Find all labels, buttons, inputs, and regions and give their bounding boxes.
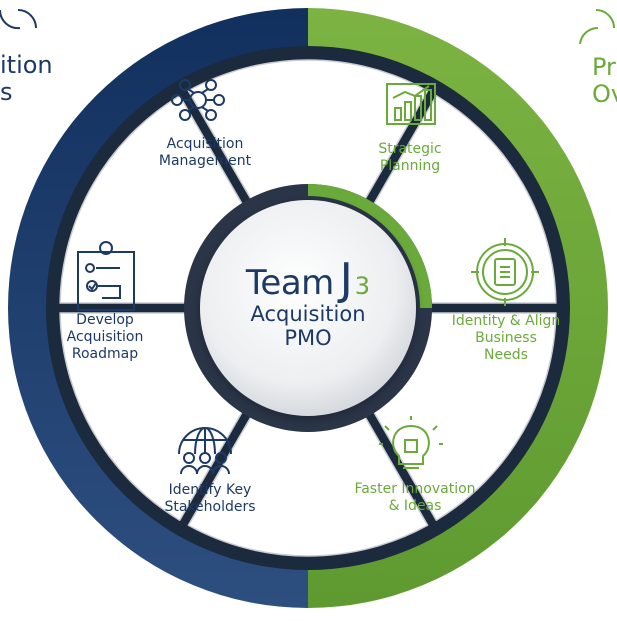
corner-arc-right: [595, 9, 615, 29]
people-globe-icon: [178, 427, 232, 475]
segment-label-strategic-planning: Strategic Planning: [378, 141, 442, 174]
roadmap-checklist-icon: [77, 241, 135, 311]
corner-arc-right-2: [579, 26, 599, 45]
center-subtitle-line2: PMO: [284, 326, 332, 350]
corner-text-left: ition s: [0, 51, 53, 106]
segment-label-identity-align-business-needs: Identity & Align Business Needs: [451, 313, 561, 363]
segment-label-acquisition-management: Acquisition Management: [158, 136, 252, 169]
segment-label-identify-key-stakeholders: Identify Key Stakeholders: [164, 482, 256, 515]
brand-letter: J: [339, 254, 353, 305]
lightbulb-puzzle-icon: [379, 416, 443, 469]
hub-ring-accent: [308, 184, 432, 308]
network-nodes-icon: [171, 79, 225, 121]
bar-chart-growth-icon: [386, 83, 436, 125]
segment-label-develop-acquisition-roadmap: Develop Acquisition Roadmap: [66, 312, 144, 362]
hub-disc: [200, 200, 416, 416]
center-subtitle: Acquisition PMO: [208, 302, 408, 350]
segment-label-faster-innovation-ideas: Faster Innovation & Ideas: [354, 481, 476, 514]
brand-word: Team: [245, 263, 334, 303]
corner-arc-left-2: [17, 9, 37, 29]
target-clipboard-icon: [471, 238, 539, 306]
corner-arc-left: [0, 9, 21, 30]
brand-number: 3: [354, 272, 371, 300]
corner-text-right: Pr Ov: [592, 54, 617, 108]
center-subtitle-line1: Acquisition: [250, 302, 366, 326]
